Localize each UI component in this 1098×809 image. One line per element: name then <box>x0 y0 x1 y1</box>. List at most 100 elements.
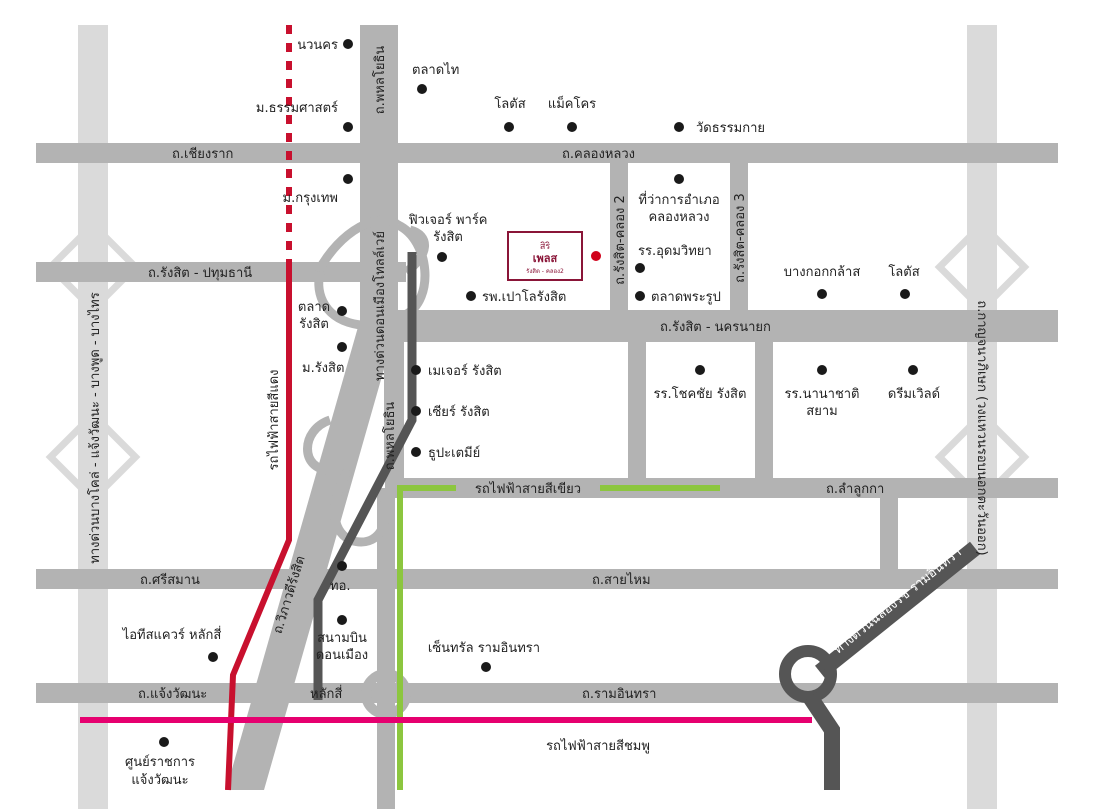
marker-nawanakorn <box>343 39 353 49</box>
label-rangsit-nakhon-nayok: ถ.รังสิต - นครนายก <box>660 320 771 335</box>
vertical-roads <box>610 163 898 570</box>
label-phahonyothin-north: ถ.พหลโยธิน <box>372 46 388 115</box>
label-bangkok-univ: ม.กรุงเทพ <box>283 191 339 206</box>
label-rangsit-khlong2: ถ.รังสิต-คลอง 2 <box>613 195 628 285</box>
label-talad-rangsit-1: ตลาด <box>298 300 330 315</box>
label-govt-center-2: แจ้งวัฒนะ <box>131 773 188 788</box>
marker-dreamworld <box>908 365 918 375</box>
label-sai-mai: ถ.สายไหม <box>592 572 651 588</box>
label-chokchai-school: รร.โชคชัย รังสิต <box>654 386 747 402</box>
marker-central-ramintra <box>481 662 491 672</box>
label-talad-phrarup: ตลาดพระรูป <box>651 290 721 305</box>
red-line-rail <box>225 25 292 791</box>
label-it-square: ไอทีสแควร์ หลักสี่ <box>122 626 222 643</box>
label-lak-si: หลักสี่ <box>310 685 342 702</box>
label-khlong-luang: ถ.คลองหลวง <box>562 147 635 162</box>
road-rangsit-khlong2 <box>610 163 628 311</box>
label-thammasat: ม.ธรรมศาสตร์ <box>256 100 338 116</box>
label-talad-rangsit-2: รังสิต <box>299 317 329 332</box>
label-rangsit-khlong3: ถ.รังสิต-คลอง 3 <box>733 193 748 283</box>
label-left-expressway: ทางด่วนบางโคล่ - แจ้งวัฒนะ - บางพูด - บา… <box>87 292 103 563</box>
road-lam-luk-ka <box>385 478 1058 498</box>
label-udom-school: รร.อุดมวิทยา <box>638 244 712 259</box>
marker-wat-thammakai <box>674 122 684 132</box>
label-lotus-1: โลตัส <box>494 96 525 112</box>
label-don-mueang-2: ดอนเมือง <box>316 647 368 663</box>
road-rangsit-nakhon-nayok <box>380 310 1058 342</box>
label-red-line: รถไฟฟ้าสายสีแดง <box>266 369 282 470</box>
label-chaeng-watthana: ถ.แจ้งวัฒนะ <box>138 687 207 702</box>
label-dreamworld: ดรีมเวิลด์ <box>888 386 940 402</box>
label-nawanakorn: นวนคร <box>297 38 338 53</box>
marker-nanachat <box>817 365 827 375</box>
marker-it-square <box>208 652 218 662</box>
logo-line3: รังสิต - คลอง2 <box>526 268 564 275</box>
road-rangsit-khlong3 <box>730 163 748 311</box>
label-district-office-2: คลองหลวง <box>648 210 709 225</box>
marker-don-mueang <box>337 615 347 625</box>
label-nanachat-1: รร.นานาชาติ <box>784 387 859 402</box>
marker-lotus-1 <box>504 122 514 132</box>
label-makro: แม็คโคร <box>548 94 596 112</box>
label-future-park-1: ฟิวเจอร์ พาร์ค <box>408 212 487 228</box>
marker-talad-rangsit <box>337 306 347 316</box>
label-bangkok-glass: บางกอกกล้าส <box>784 265 861 280</box>
marker-lotus-2 <box>900 289 910 299</box>
marker-udom-school <box>635 263 645 273</box>
label-paolo-hospital: รพ.เปาโลรังสิต <box>482 289 566 305</box>
label-wat-thammakai: วัดธรรมกาย <box>696 121 765 136</box>
green-line-rail <box>397 485 720 790</box>
label-right-expressway: ถ.กาญจนาภิเษก (วงแหวนรอบนอกตะวันออก) <box>974 300 989 555</box>
chalong-rat-expressway <box>779 541 980 790</box>
label-future-park-2: รังสิต <box>433 230 463 245</box>
label-sri-saman: ถ.ศรีสมาน <box>140 572 200 588</box>
destination-marker[interactable] <box>591 251 601 261</box>
label-major-rangsit: เมเจอร์ รังสิต <box>428 363 502 379</box>
label-rangsit-pathum: ถ.รังสิต - ปทุมธานี <box>148 265 252 281</box>
marker-talad-phrarup <box>635 291 645 301</box>
logo-line2: เพลส <box>533 252 558 265</box>
label-green-line: รถไฟฟ้าสายสีเขียว <box>475 481 581 497</box>
marker-future-park <box>437 252 447 262</box>
label-nanachat-2: สยาม <box>806 404 837 419</box>
marker-thammasat <box>343 122 353 132</box>
marker-makro <box>567 122 577 132</box>
don-mueang-tollway-dark <box>313 252 417 700</box>
marker-tor-or <box>337 561 347 571</box>
marker-rangsit-univ <box>337 342 347 352</box>
marker-talad-thai <box>417 84 427 94</box>
label-ram-intra: ถ.รามอินทรา <box>582 687 656 702</box>
label-lotus-2: โลตัส <box>888 264 919 280</box>
marker-district-office <box>674 174 684 184</box>
marker-major-rangsit <box>411 365 421 375</box>
label-central-ramintra: เซ็นทรัล รามอินทรา <box>428 638 540 656</box>
marker-thupatemee <box>411 447 421 457</box>
label-talad-thai: ตลาดไท <box>412 62 459 78</box>
marker-zeer-rangsit <box>411 406 421 416</box>
lak-si-circle <box>361 669 411 719</box>
marker-bangkok-glass <box>817 289 827 299</box>
marker-chokchai-school <box>695 365 705 375</box>
marker-paolo-hospital <box>466 291 476 301</box>
label-chiang-rak: ถ.เชียงราก <box>172 146 233 162</box>
logo-line1: สิริ <box>540 241 550 252</box>
label-tor-or: ทอ. <box>330 579 351 594</box>
place-labels: นวนคร ม.ธรรมศาสตร์ ตลาดไท โลตัส แม็คโคร … <box>122 38 940 788</box>
horizontal-roads <box>36 143 1058 703</box>
label-govt-center-1: ศูนย์ราชการ <box>125 754 195 770</box>
label-pink-line: รถไฟฟ้าสายสีชมพู <box>546 738 650 754</box>
marker-bangkok-univ <box>343 174 353 184</box>
label-don-mueang-1: สนามบิน <box>317 631 367 646</box>
destination-logo: สิริ เพลส รังสิต - คลอง2 <box>507 231 583 281</box>
marker-govt-center <box>159 737 169 747</box>
label-don-mueang-tollway: ทางด่วนดอนเมืองโทลล์เวย์ <box>372 231 388 381</box>
label-lam-luk-ka: ถ.ลำลูกกา <box>826 482 884 497</box>
label-rangsit-univ: ม.รังสิต <box>302 361 344 376</box>
label-zeer-rangsit: เซียร์ รังสิต <box>428 404 490 420</box>
road-rangsit-pathum <box>36 262 406 282</box>
label-district-office-1: ที่ว่าการอำเภอ <box>638 191 719 208</box>
label-phahonyothin-south: ถ.พหลโยธิน <box>382 402 398 471</box>
place-markers <box>159 39 918 747</box>
label-thupatemee: ธูปะเตมีย์ <box>428 445 480 461</box>
